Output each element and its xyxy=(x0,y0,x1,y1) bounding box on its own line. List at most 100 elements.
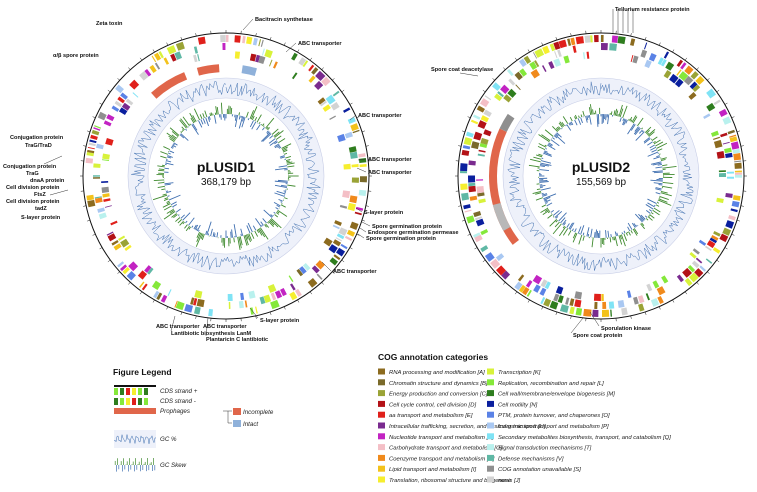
legend-gc-percent: GC % xyxy=(160,436,177,443)
cds-feature xyxy=(94,125,102,129)
cds-feature xyxy=(102,153,110,160)
gc-skew-bar xyxy=(279,155,285,158)
gc-skew-bar xyxy=(645,130,650,134)
gc-skew-bar xyxy=(180,133,189,141)
scale-tick xyxy=(283,306,286,310)
cds-feature xyxy=(128,261,139,272)
plasmid-map-pluslid2: pLUSID2 155,569 bp Tellurium resistance … xyxy=(431,7,747,339)
scale-tick xyxy=(684,291,688,295)
scale-tick xyxy=(736,219,740,222)
scale-tick xyxy=(297,49,300,53)
gc-skew-bar xyxy=(607,114,610,125)
cds-feature xyxy=(726,176,734,179)
gc-skew-bar xyxy=(220,102,223,115)
gc-skew-bar xyxy=(286,161,293,164)
cds-feature xyxy=(342,190,351,199)
scale-tick xyxy=(283,42,286,46)
gc-skew-bar xyxy=(653,171,663,174)
gc-skew-bar xyxy=(656,201,660,204)
gc-skew-bar xyxy=(166,132,177,140)
cds-feature xyxy=(525,279,533,288)
gc-skew-bar xyxy=(552,210,560,216)
gc-skew-bar xyxy=(166,200,170,203)
cds-feature xyxy=(734,160,742,163)
cds-feature xyxy=(501,270,511,280)
legend-swatch-cds-plus xyxy=(120,388,124,395)
gc-skew-bar xyxy=(199,114,203,120)
cds-feature xyxy=(330,102,340,111)
gc-skew-bar xyxy=(280,201,283,203)
cds-feature xyxy=(244,300,248,308)
gc-skew-bar xyxy=(262,123,265,127)
cds-feature xyxy=(519,68,528,77)
gc-skew-bar xyxy=(258,228,266,238)
cds-feature xyxy=(468,160,476,166)
gc-skew-bar xyxy=(595,229,597,238)
gc-skew-bar xyxy=(285,155,292,159)
gc-skew-bar xyxy=(635,131,645,141)
cds-feature xyxy=(706,240,716,249)
cds-feature xyxy=(291,72,298,80)
gc-skew-bar xyxy=(192,115,197,122)
cds-feature xyxy=(593,293,601,301)
label-leader xyxy=(249,307,259,319)
gc-skew-bar xyxy=(168,152,171,155)
gc-skew-bar xyxy=(656,142,668,149)
cds-feature xyxy=(544,281,551,290)
cds-feature xyxy=(137,270,148,280)
cds-feature xyxy=(713,99,721,106)
cds-feature xyxy=(689,81,698,90)
gc-skew-bar xyxy=(177,219,183,224)
gc-skew-bar xyxy=(181,126,185,131)
gc-skew-bar xyxy=(547,143,553,147)
scale-tick xyxy=(570,315,572,319)
gc-skew-bar xyxy=(555,133,559,137)
scale-tick xyxy=(365,145,369,147)
gc-skew-bar xyxy=(273,211,276,214)
cog-swatch xyxy=(487,379,494,386)
scale-tick xyxy=(341,89,345,93)
label-leader xyxy=(321,261,332,272)
gc-skew-bar xyxy=(653,140,656,144)
cds-feature xyxy=(632,55,639,64)
gc-skew-bar xyxy=(625,232,628,236)
cog-category-label: Energy production and conversion [C] xyxy=(389,392,488,398)
gc-skew-bar xyxy=(592,109,594,115)
cds-feature xyxy=(678,71,689,81)
feature-label: Tellurium resistance protein xyxy=(615,7,690,13)
cds-feature xyxy=(269,59,273,67)
cds-feature xyxy=(476,179,484,181)
feature-label: S-layer protein xyxy=(364,210,404,216)
gc-skew-bar xyxy=(265,117,275,129)
cds-feature xyxy=(348,146,357,153)
cds-feature xyxy=(114,100,123,108)
gc-skew-bar xyxy=(169,209,175,214)
cds-feature xyxy=(92,175,101,177)
cds-feature xyxy=(166,45,177,55)
gc-skew-bar xyxy=(656,155,660,158)
gc-skew-bar xyxy=(558,226,566,237)
plasmid1-feature-labels: Bacitracin synthetase ABC transporter AB… xyxy=(3,17,458,343)
gc-skew-bar xyxy=(569,122,572,126)
gc-skew-bar xyxy=(175,217,181,222)
cds-feature xyxy=(255,54,261,63)
gc-skew-bar xyxy=(561,127,563,130)
cds-feature xyxy=(617,300,625,308)
cds-feature xyxy=(718,173,726,178)
cds-feature xyxy=(358,153,366,158)
cds-feature xyxy=(676,59,684,68)
scale-tick xyxy=(92,116,96,119)
gc-skew-bar xyxy=(555,219,558,223)
cds-feature xyxy=(255,306,258,314)
cds-feature xyxy=(132,92,139,98)
gc-skew-bar xyxy=(274,130,284,138)
cds-feature xyxy=(514,71,523,81)
cds-feature xyxy=(107,233,117,242)
gc-skew-bar xyxy=(248,233,252,241)
gc-skew-bar xyxy=(157,182,165,184)
gc-skew-bar xyxy=(530,158,541,163)
feature-label: Sporulation kinase xyxy=(601,326,651,332)
cds-feature xyxy=(734,172,742,175)
cds-feature xyxy=(514,281,523,291)
gc-skew-bar xyxy=(277,179,288,182)
